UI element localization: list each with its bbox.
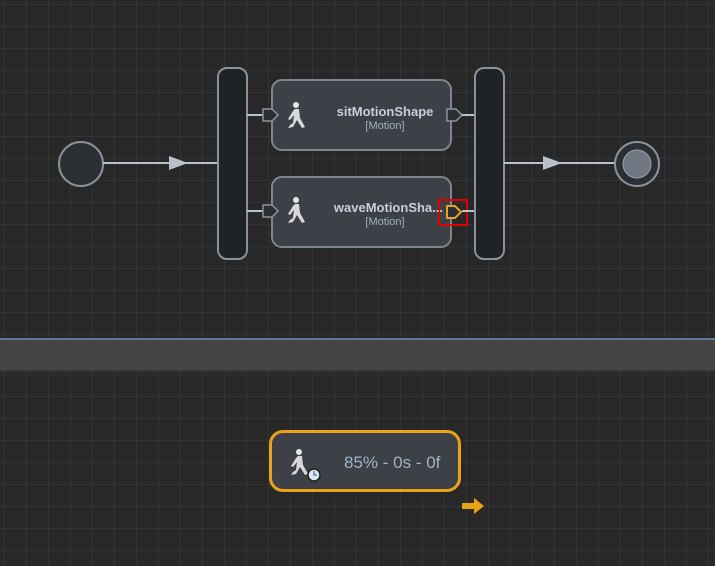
entry-node[interactable] [58, 141, 104, 187]
panel-splitter[interactable] [0, 338, 715, 372]
input-port[interactable] [262, 204, 280, 218]
arrow-icon [169, 156, 188, 170]
output-port[interactable] [446, 108, 464, 122]
motion-state-panel[interactable]: 85% - 0s - 0f [269, 430, 461, 492]
motion-clock-icon [291, 449, 321, 482]
progress-readout: 85% - 0s - 0f [344, 453, 441, 472]
node-type: [Motion] [365, 120, 405, 132]
node-name: waveMotionSha... [333, 200, 443, 215]
join-bar[interactable] [474, 67, 505, 260]
output-port-selected[interactable] [446, 205, 463, 219]
fork-bar[interactable] [217, 67, 248, 260]
arrow-icon [543, 156, 562, 170]
state-canvas[interactable] [0, 372, 715, 566]
input-port[interactable] [262, 108, 280, 122]
transition-arrow-icon[interactable] [461, 496, 487, 516]
node-type: [Motion] [365, 216, 405, 228]
node-name: sitMotionShape [336, 104, 434, 119]
selection-highlight [438, 199, 468, 226]
graph-canvas[interactable] [0, 0, 715, 338]
graph-diagram [58, 67, 660, 260]
